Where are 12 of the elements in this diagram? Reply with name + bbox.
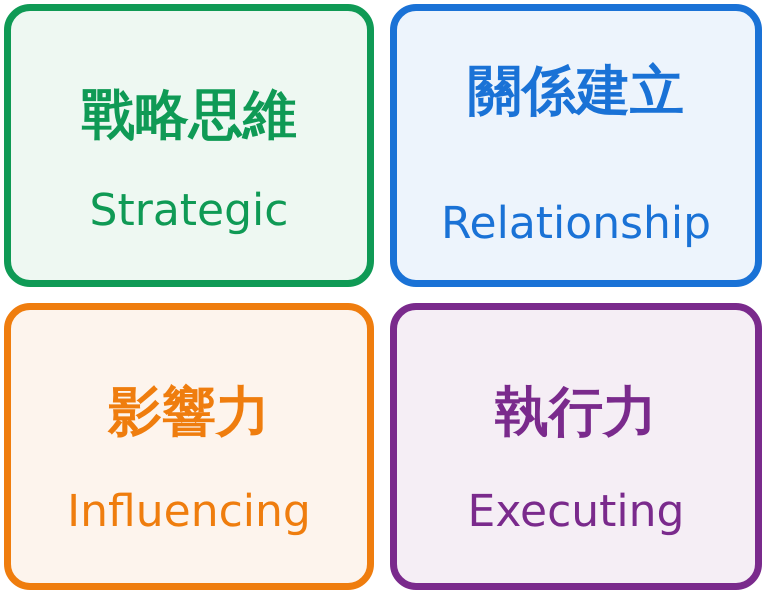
heading: 戰略思維 xyxy=(81,83,297,146)
subtitle: Influencing xyxy=(67,486,311,537)
subtitle: Strategic xyxy=(90,185,288,236)
heading: 影響力 xyxy=(108,380,270,443)
subtitle: Relationship xyxy=(440,198,712,249)
subtitle: Executing xyxy=(468,486,684,537)
category-box xyxy=(390,4,762,287)
category-box xyxy=(4,4,374,287)
heading: 關係建立 xyxy=(468,59,684,122)
category-box xyxy=(390,303,762,590)
category-box xyxy=(4,303,374,590)
heading: 執行力 xyxy=(495,380,657,443)
